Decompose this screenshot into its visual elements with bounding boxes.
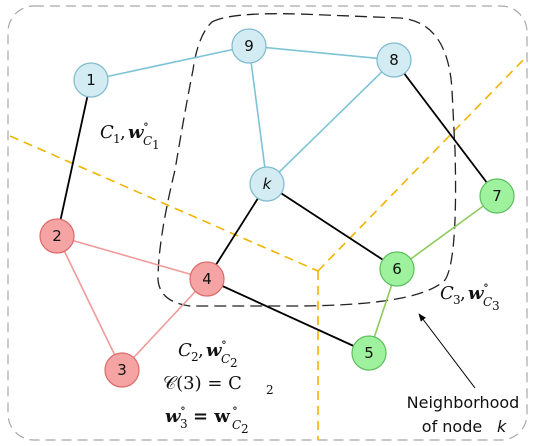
node-circle-1 <box>73 62 109 98</box>
edge-1-2 <box>56 79 92 237</box>
edge-8-7 <box>393 59 498 197</box>
c1-symbol: C <box>100 122 114 143</box>
c1-weight-sub: C <box>143 134 152 148</box>
edge-9-8 <box>248 45 395 61</box>
node-label-2: 2 <box>52 227 62 245</box>
c3-weight-sub: C <box>483 295 492 309</box>
edge-k-6 <box>266 183 398 270</box>
c3-weight-symbol: w <box>468 283 485 304</box>
node-label-6: 6 <box>392 260 402 278</box>
c2-weight-sup: ∘ <box>221 335 227 349</box>
nodes-layer: 1 9 8 k 2 4 3 7 6 5 <box>39 28 515 388</box>
cluster-label-c2: C 2 , w ∘ C 2 𝒞(3) = C 2 w ∘ 3 = w ∘ C 2 <box>163 335 274 436</box>
neighborhood-arrow <box>418 313 476 389</box>
weight-rhs-sup: ∘ <box>232 401 238 415</box>
c1-subscript: 1 <box>113 132 121 146</box>
c2-symbol: C <box>178 340 192 361</box>
edge-9-k <box>248 45 268 185</box>
c2-weight-subsub: 2 <box>230 356 238 370</box>
neighborhood-caption-line1: Neighborhood <box>407 393 520 412</box>
edge-1-9 <box>90 45 250 81</box>
node-circle-k <box>249 166 285 202</box>
node-label-k: k <box>263 175 273 193</box>
node-circle-6 <box>379 251 415 287</box>
node-7: 7 <box>479 178 515 214</box>
edge-8-k <box>266 59 395 185</box>
c2-subscript: 2 <box>191 350 199 364</box>
c3-subscript: 3 <box>453 293 461 307</box>
node-label-9: 9 <box>244 37 254 55</box>
cluster-label-c3: C 3 , w ∘ C 3 <box>440 278 500 313</box>
node-1: 1 <box>73 62 109 98</box>
node-k: k <box>249 166 285 202</box>
node-5: 5 <box>351 335 387 371</box>
c1-weight-subsub: 1 <box>152 138 160 152</box>
c3-weight-subsub: 3 <box>492 299 500 313</box>
node-label-7: 7 <box>492 187 502 205</box>
weight-lhs-sub: 3 <box>180 417 188 431</box>
partition-line-2 <box>317 55 528 272</box>
neighborhood-caption-text: of node <box>422 417 482 436</box>
assignment-equation: 𝒞(3) = C <box>163 373 242 394</box>
c3-weight-sup: ∘ <box>483 278 489 292</box>
weight-lhs-sup: ∘ <box>180 401 186 415</box>
node-circle-5 <box>351 335 387 371</box>
node-4: 4 <box>189 261 225 297</box>
assignment-subscript: 2 <box>266 383 274 397</box>
c3-symbol: C <box>440 283 454 304</box>
weight-rhs: = w <box>193 406 230 427</box>
partition-line-1 <box>9 135 319 272</box>
edge-6-7 <box>396 195 498 270</box>
edge-4-5 <box>206 278 370 354</box>
edge-k-4 <box>206 183 268 280</box>
c2-comma: , <box>198 340 204 361</box>
c1-weight-symbol: w <box>128 122 145 143</box>
edge-2-3 <box>56 235 123 371</box>
c1-comma: , <box>120 122 126 143</box>
node-9: 9 <box>231 28 267 64</box>
node-circle-9 <box>231 28 267 64</box>
node-circle-4 <box>189 261 225 297</box>
edge-3-4 <box>121 278 208 371</box>
node-circle-3 <box>104 352 140 388</box>
node-6: 6 <box>379 251 415 287</box>
weight-lhs: w <box>165 406 182 427</box>
edge-2-4 <box>56 235 208 280</box>
node-label-1: 1 <box>86 71 96 89</box>
c2-weight-symbol: w <box>206 340 223 361</box>
node-circle-2 <box>39 218 75 254</box>
node-label-5: 5 <box>364 344 374 362</box>
node-label-4: 4 <box>202 270 212 288</box>
node-3: 3 <box>104 352 140 388</box>
c1-weight-sup: ∘ <box>143 117 149 131</box>
partition-lines <box>9 55 528 440</box>
c3-comma: , <box>460 283 466 304</box>
node-8: 8 <box>376 42 412 78</box>
weight-rhs-subsub: 2 <box>241 422 249 436</box>
neighborhood-caption-k: k <box>497 417 507 436</box>
node-circle-7 <box>479 178 515 214</box>
c2-weight-sub: C <box>221 352 230 366</box>
node-label-3: 3 <box>117 361 127 379</box>
weight-rhs-sub: C <box>232 418 241 432</box>
node-circle-8 <box>376 42 412 78</box>
neighborhood-outline <box>157 13 457 307</box>
edges-layer <box>56 45 498 371</box>
outer-frame <box>7 5 528 441</box>
neighborhood-caption-line2: of node k <box>422 417 507 436</box>
node-2: 2 <box>39 218 75 254</box>
cluster-label-c1: C 1 , w ∘ C 1 <box>100 117 160 152</box>
node-label-8: 8 <box>389 51 399 69</box>
